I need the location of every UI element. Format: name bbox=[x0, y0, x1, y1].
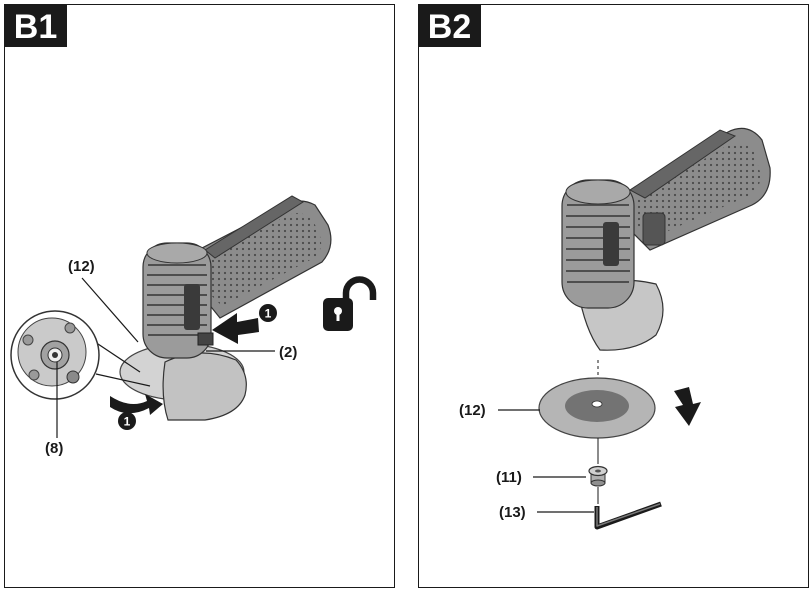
clamping-nut bbox=[589, 467, 607, 487]
guard bbox=[163, 353, 246, 420]
flange-lobe bbox=[65, 323, 75, 333]
spindle-lock-button bbox=[198, 333, 213, 345]
disc-hole bbox=[592, 401, 602, 407]
callout-spindle: (8) bbox=[45, 440, 63, 457]
grinder-b1 bbox=[120, 196, 331, 420]
callout-disc-b1: (12) bbox=[68, 258, 95, 275]
panel-b2-tag: B2 bbox=[428, 8, 471, 46]
panel-b1: B1 bbox=[4, 4, 395, 588]
spindle-center bbox=[52, 352, 58, 358]
hex-key bbox=[597, 504, 661, 527]
flange-screw bbox=[67, 371, 79, 383]
callout-disc-b2: (12) bbox=[459, 402, 486, 419]
grinding-disc-b2 bbox=[539, 378, 655, 438]
unlock-padlock-icon bbox=[323, 280, 373, 332]
callout-lock-button: (2) bbox=[279, 344, 297, 361]
grinder-side-button bbox=[643, 213, 665, 245]
step-marker-rotate: 1 bbox=[124, 415, 131, 429]
down-arrow-icon bbox=[674, 387, 701, 426]
step-marker-press: 1 bbox=[265, 307, 272, 321]
grinder-b2 bbox=[562, 128, 770, 350]
brand-plate bbox=[184, 284, 200, 330]
flange-lobe bbox=[23, 335, 33, 345]
brand-plate bbox=[603, 222, 619, 266]
panel-b2: B2 bbox=[418, 4, 809, 588]
callout-nut: (11) bbox=[496, 469, 522, 486]
motor-head-cap bbox=[147, 243, 207, 263]
motor-head-cap bbox=[566, 180, 630, 204]
flange-lobe bbox=[29, 370, 39, 380]
callout-hex-key: (13) bbox=[499, 504, 526, 521]
panel-b1-tag: B1 bbox=[14, 8, 57, 46]
